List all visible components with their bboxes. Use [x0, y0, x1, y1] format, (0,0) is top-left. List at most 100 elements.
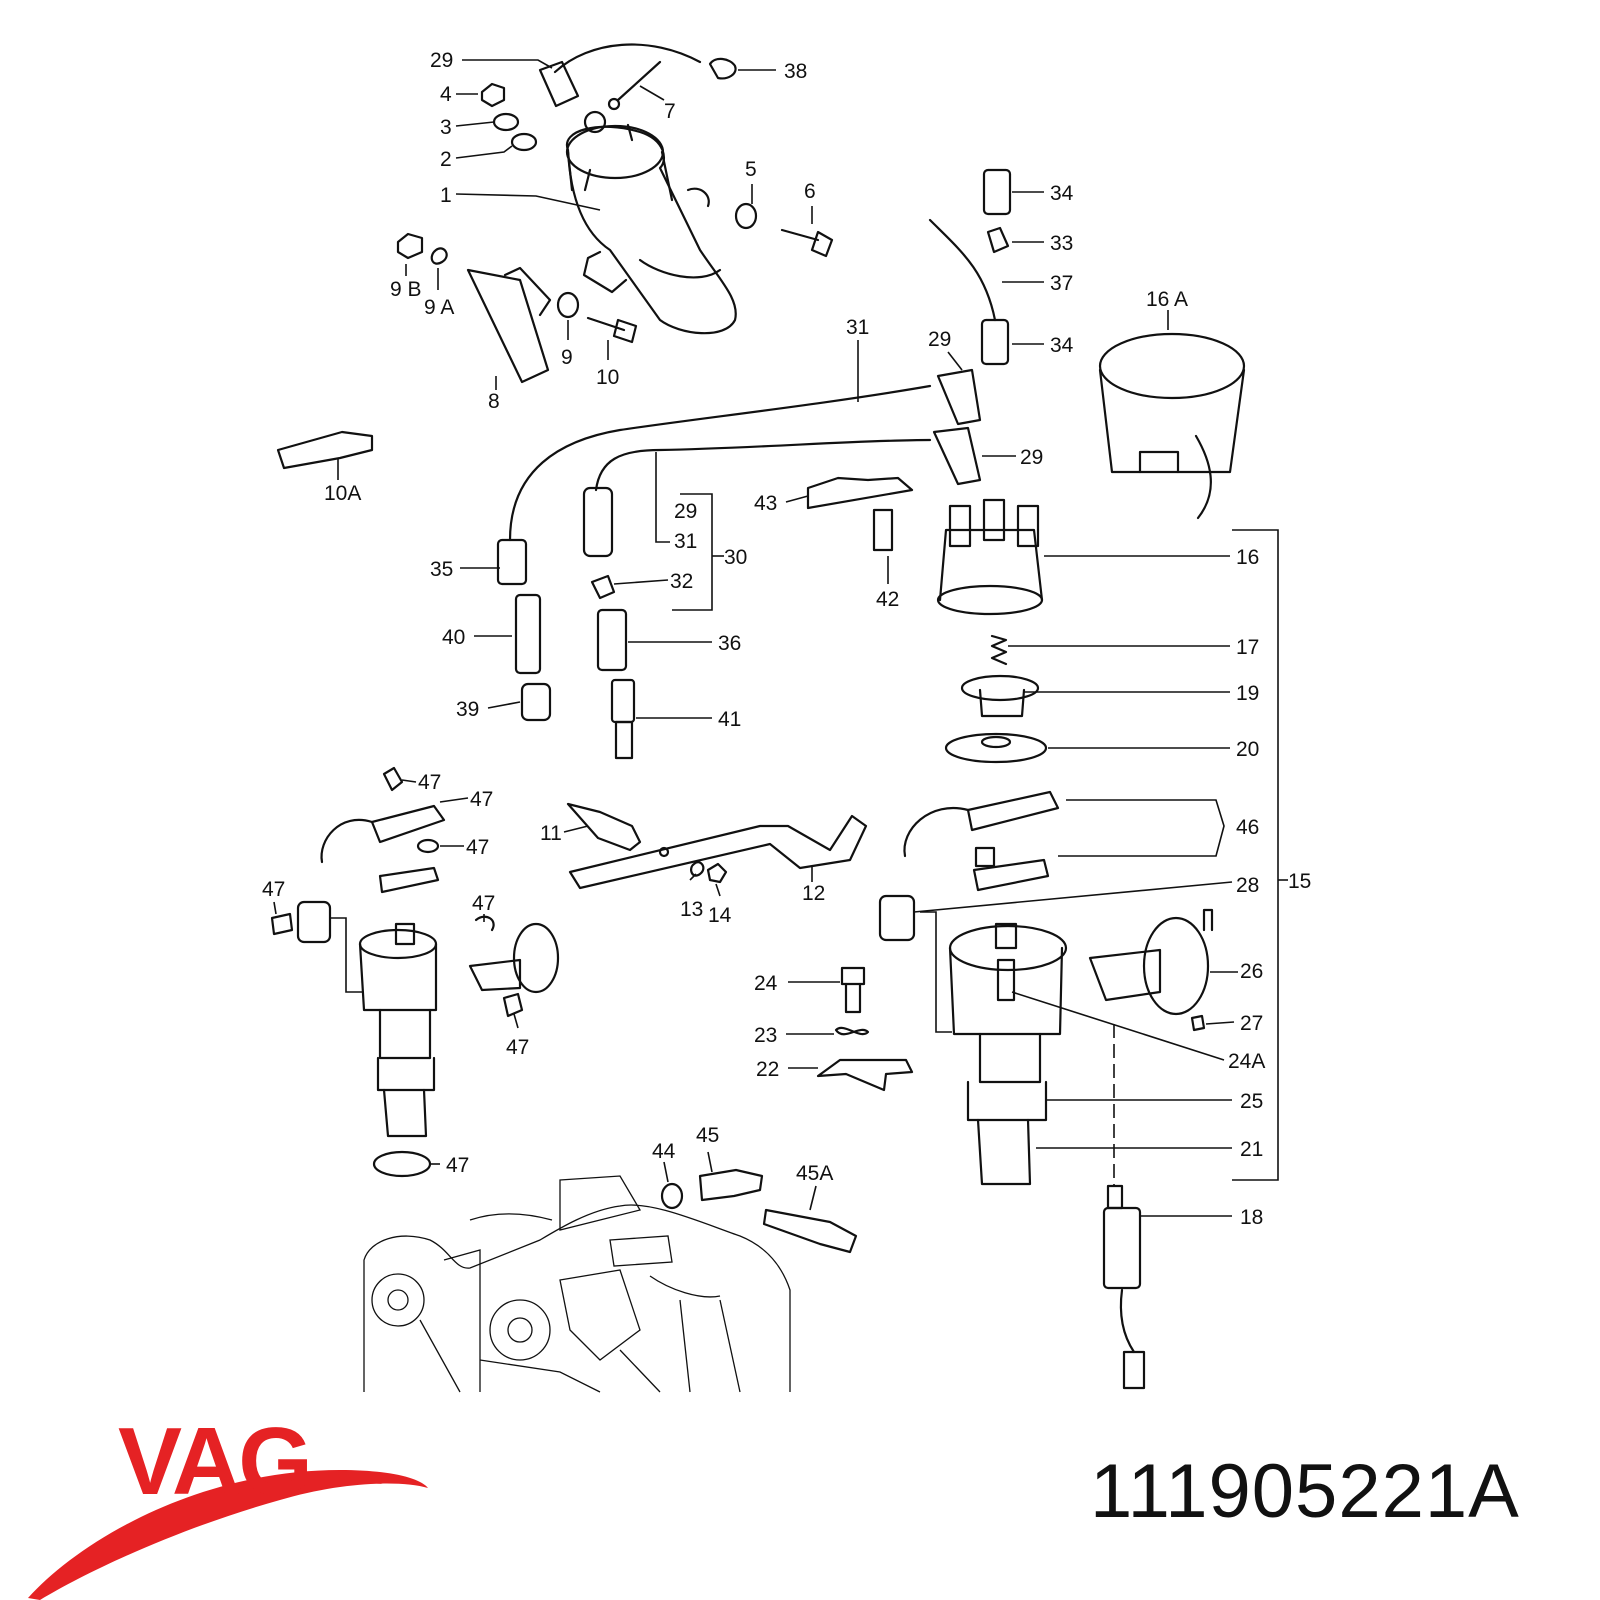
- screw-27: [1190, 1014, 1206, 1032]
- ht-lead-31b: [594, 426, 982, 492]
- callout-45: 45: [696, 1124, 719, 1147]
- callout-32: 32: [670, 570, 693, 593]
- callout-30: 30: [724, 546, 747, 569]
- callout-13: 13: [680, 898, 703, 921]
- callout-29: 29: [674, 500, 697, 523]
- callout-19: 19: [1236, 682, 1259, 705]
- screw-47f: [502, 992, 524, 1018]
- callout-2: 2: [440, 148, 452, 171]
- nut-9b: [396, 232, 424, 260]
- callout-10: 10: [596, 366, 619, 389]
- callout-47: 47: [506, 1036, 529, 1059]
- washer-9a: [430, 247, 448, 265]
- callout-23: 23: [754, 1024, 777, 1047]
- bracket-group-30: [672, 493, 724, 611]
- capacitor-28: [878, 894, 916, 942]
- callout-labels: 29 38 4 7 3 2 1 5 6 34 33 37 34 9 B 9 A …: [262, 49, 1311, 1229]
- engine-sketch: [363, 1175, 791, 1393]
- rotor-19: [960, 674, 1040, 718]
- callout-11: 11: [540, 822, 562, 845]
- vag-logo: VAG: [28, 1408, 428, 1600]
- contact-breaker-46b: [972, 846, 1050, 892]
- plug-connector-29: [582, 486, 614, 558]
- callout-3: 3: [440, 116, 452, 139]
- ignition-coil: [565, 110, 737, 335]
- callout-47: 47: [418, 771, 441, 794]
- callout-38: 38: [784, 60, 807, 83]
- seal-ring-47g: [372, 1150, 432, 1178]
- clip-47e: [474, 915, 495, 932]
- plug-connector-35: [496, 538, 528, 586]
- clip-32: [590, 574, 616, 600]
- callout-15: 15: [1288, 870, 1311, 893]
- distributor-body-left: [358, 922, 438, 1138]
- vag-logo-swoosh: [28, 1470, 428, 1600]
- bolt-24: [840, 966, 866, 1014]
- callout-33: 33: [1050, 232, 1073, 255]
- callout-10a: 10A: [324, 482, 361, 505]
- callout-20: 20: [1236, 738, 1259, 761]
- screw-6: [780, 228, 834, 258]
- contact-breaker-47-left: [320, 804, 446, 894]
- callout-47: 47: [446, 1154, 469, 1177]
- ht-lead-31a: [508, 368, 982, 542]
- callout-17: 17: [1236, 636, 1259, 659]
- nut-14: [706, 862, 728, 884]
- callout-47: 47: [472, 892, 495, 915]
- callout-35: 35: [430, 558, 453, 581]
- callout-9b: 9 B: [390, 278, 422, 301]
- dust-cover-16a: [1098, 332, 1246, 520]
- callout-1: 1: [440, 184, 452, 207]
- bracket-group-46: [1058, 799, 1225, 857]
- vacuum-unit-26: [1088, 908, 1214, 1016]
- coil-wire-7: [553, 43, 702, 111]
- suppressor-36: [596, 608, 628, 672]
- switch-8: [466, 266, 552, 384]
- callout-34: 34: [1050, 182, 1074, 205]
- bulb-socket-34b: [980, 318, 1010, 366]
- callout-16a: 16 A: [1146, 288, 1188, 311]
- callout-9: 9: [561, 346, 573, 369]
- callout-26: 26: [1240, 960, 1263, 983]
- washer-3: [492, 112, 520, 132]
- dust-shield-20: [944, 732, 1048, 764]
- callout-25: 25: [1240, 1090, 1263, 1113]
- callout-46: 46: [1236, 816, 1259, 839]
- callout-18: 18: [1240, 1206, 1263, 1229]
- callout-14: 14: [708, 904, 732, 927]
- callout-31: 31: [846, 316, 869, 339]
- callout-37: 37: [1050, 272, 1073, 295]
- coil-boot-29-top: [538, 60, 580, 108]
- bulb-socket-34a: [982, 168, 1012, 216]
- callout-44: 44: [652, 1140, 676, 1163]
- bracket-group-15: [1232, 529, 1288, 1181]
- vacuum-unit-left: [468, 922, 560, 994]
- washer-44: [660, 1182, 684, 1210]
- callout-43: 43: [754, 492, 777, 515]
- washer-5: [734, 202, 758, 230]
- callout-42: 42: [876, 588, 899, 611]
- sender-45a: [762, 1208, 858, 1254]
- callout-40: 40: [442, 626, 465, 649]
- capacitor-left: [296, 900, 332, 944]
- suppressor-40: [514, 593, 542, 675]
- callout-22: 22: [756, 1058, 779, 1081]
- callout-41: 41: [718, 708, 741, 731]
- callout-8: 8: [488, 390, 500, 413]
- sender-45: [698, 1168, 764, 1202]
- cap-39: [520, 682, 552, 722]
- distributor-body-right: [948, 922, 1068, 1186]
- callout-7: 7: [664, 100, 676, 123]
- callout-24: 24: [754, 972, 778, 995]
- spring-17: [990, 634, 1008, 666]
- callout-4: 4: [440, 83, 452, 106]
- clip-38: [708, 57, 737, 80]
- callout-47: 47: [466, 836, 489, 859]
- callout-6: 6: [804, 180, 816, 203]
- washer-47c: [416, 838, 440, 854]
- part-number: 111905221A: [1090, 1449, 1520, 1534]
- sensor-18: [1102, 1184, 1146, 1390]
- spark-plug-41: [610, 678, 636, 760]
- bracket-42: [872, 508, 894, 552]
